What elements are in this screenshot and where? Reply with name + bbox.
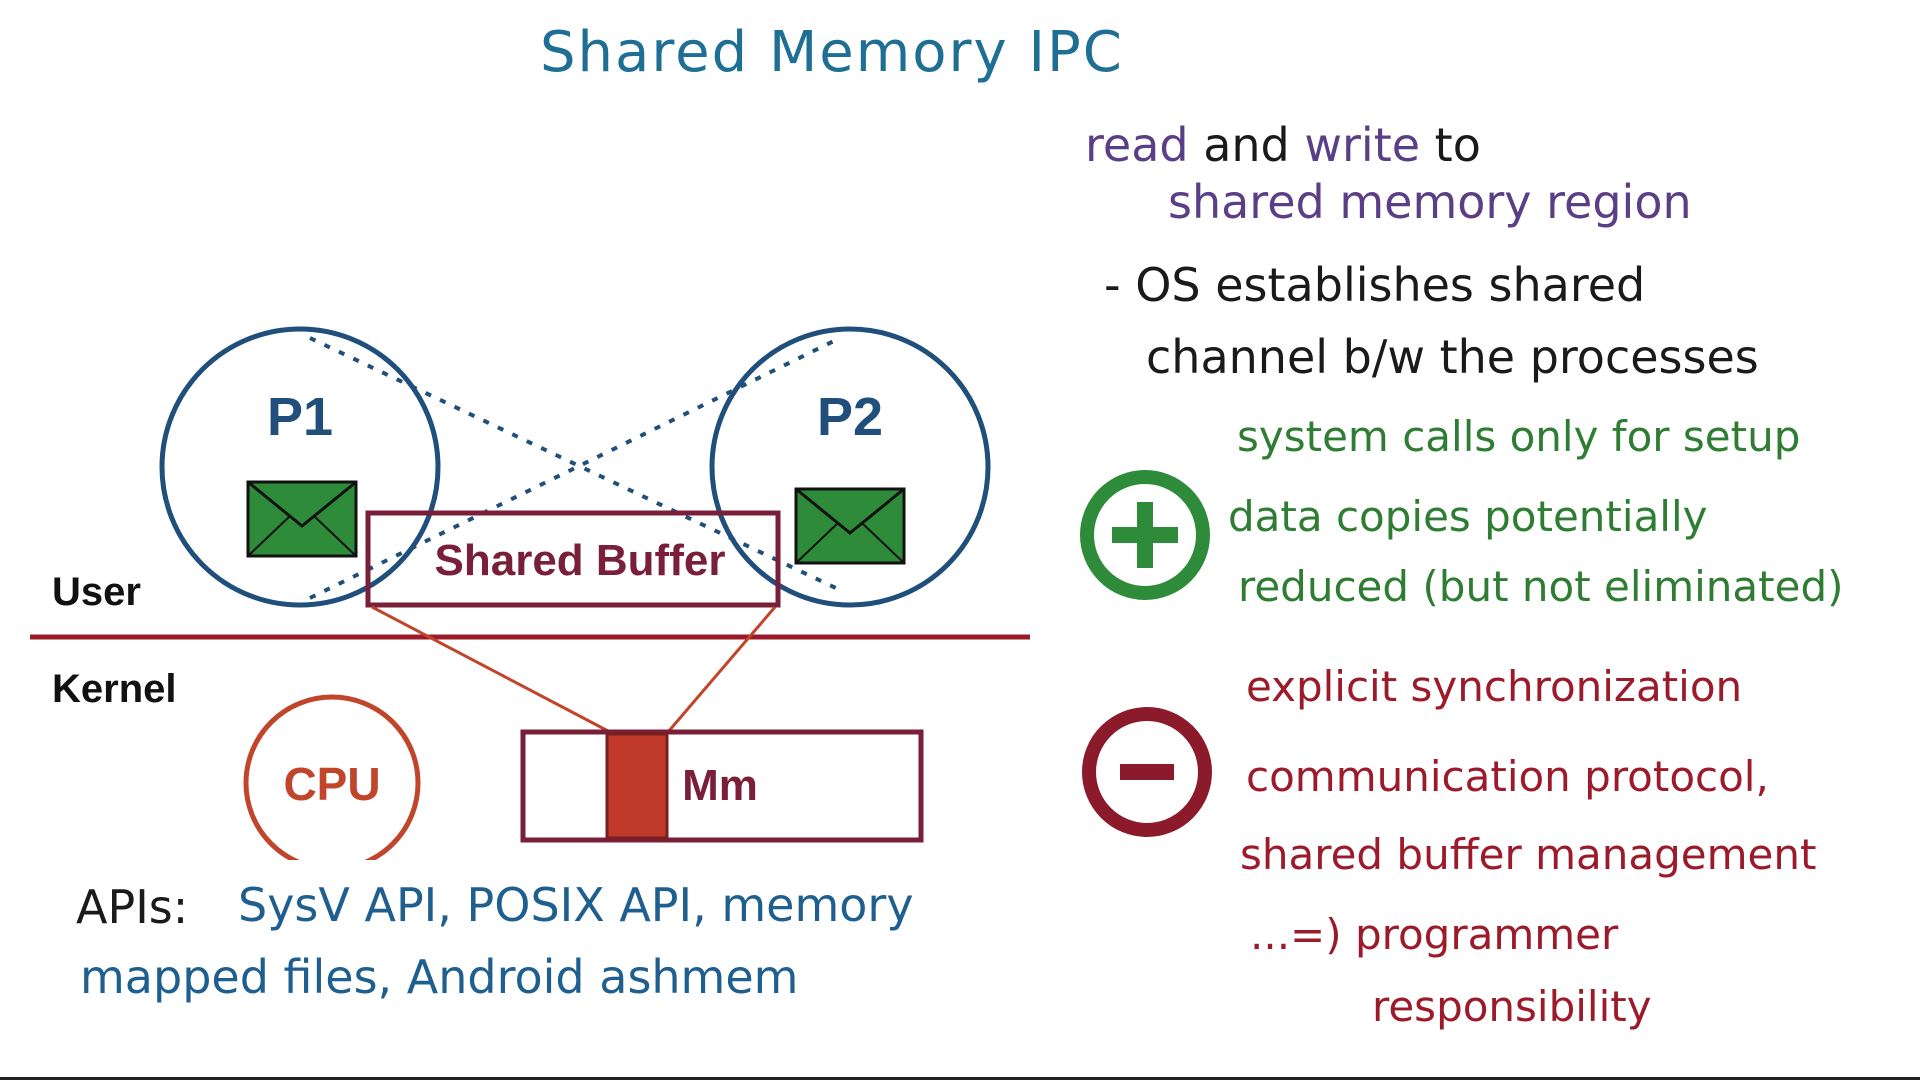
mapping-dotted-lines — [309, 336, 841, 600]
intro-and: and — [1203, 118, 1290, 172]
intro-to: to — [1434, 118, 1481, 172]
intro-line1: read and write to — [1085, 118, 1481, 172]
minus-line5: responsibility — [1372, 982, 1652, 1031]
shared-memory-region — [605, 732, 669, 840]
bottom-border — [0, 1077, 1920, 1080]
plus-icon — [1080, 470, 1210, 600]
minus-line4: ...=) programmer — [1250, 910, 1619, 959]
minus-line1: explicit synchronization — [1246, 662, 1743, 711]
memory-box — [520, 729, 924, 843]
process-p1-circle — [159, 326, 441, 608]
user-label: User — [52, 570, 141, 614]
minus-line2: communication protocol, — [1246, 752, 1769, 801]
process-p2-label: P2 — [817, 387, 883, 447]
intro-line2: shared memory region — [1168, 175, 1692, 229]
memory-label: Mm — [682, 761, 758, 810]
kernel-label: Kernel — [52, 667, 177, 711]
apis-prefix: APIs: — [76, 880, 189, 934]
process-p1-label: P1 — [267, 387, 333, 447]
apis-line2: mapped files, Android ashmem — [80, 950, 799, 1004]
os-line2: channel b/w the processes — [1146, 330, 1759, 384]
shared-buffer-label: Shared Buffer — [435, 536, 726, 585]
intro-write: write — [1304, 118, 1421, 172]
envelope-icon — [246, 480, 358, 558]
process-p2-circle — [709, 326, 991, 608]
apis-line1: SysV API, POSIX API, memory — [238, 878, 914, 932]
shared-buffer-box — [365, 510, 781, 608]
page-title: Shared Memory IPC — [540, 20, 1124, 85]
minus-line3: shared buffer management — [1240, 830, 1817, 879]
shared-memory-diagram: P1 P2 Shared Buffer User Kernel CPU Mm — [30, 326, 1030, 860]
mapping-lines — [371, 605, 777, 734]
plus-line3: reduced (but not eliminated) — [1238, 562, 1844, 611]
cpu-label: CPU — [283, 758, 380, 810]
minus-icon — [1082, 707, 1212, 837]
plus-line2: data copies potentially — [1228, 492, 1708, 541]
os-line1: - OS establishes shared — [1104, 258, 1646, 312]
plus-line1: system calls only for setup — [1237, 412, 1801, 461]
envelope-icon — [794, 487, 906, 565]
intro-read: read — [1085, 118, 1189, 172]
cpu-circle — [243, 694, 421, 860]
